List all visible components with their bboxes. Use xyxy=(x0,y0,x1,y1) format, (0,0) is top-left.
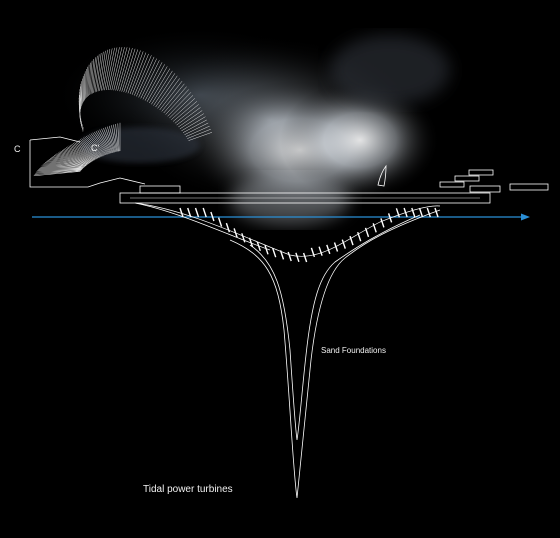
upper-fan-structure xyxy=(78,47,213,141)
section-mark-c: C xyxy=(14,144,21,154)
sand-foundation-funnel xyxy=(229,209,441,499)
left-fan-structure xyxy=(33,122,121,177)
fin-element xyxy=(377,164,387,187)
mist-cloud xyxy=(50,25,450,225)
left-platform-outline xyxy=(29,136,146,188)
water-level-line xyxy=(32,213,530,221)
right-stepped-platforms xyxy=(439,169,549,193)
tidal-turbines-label: Tidal power turbines xyxy=(143,484,233,495)
main-deck xyxy=(119,185,491,204)
hull-ribs xyxy=(179,207,439,263)
section-mark-c-prime: C' xyxy=(91,143,100,153)
sand-foundations-label: Sand Foundations xyxy=(321,346,386,355)
